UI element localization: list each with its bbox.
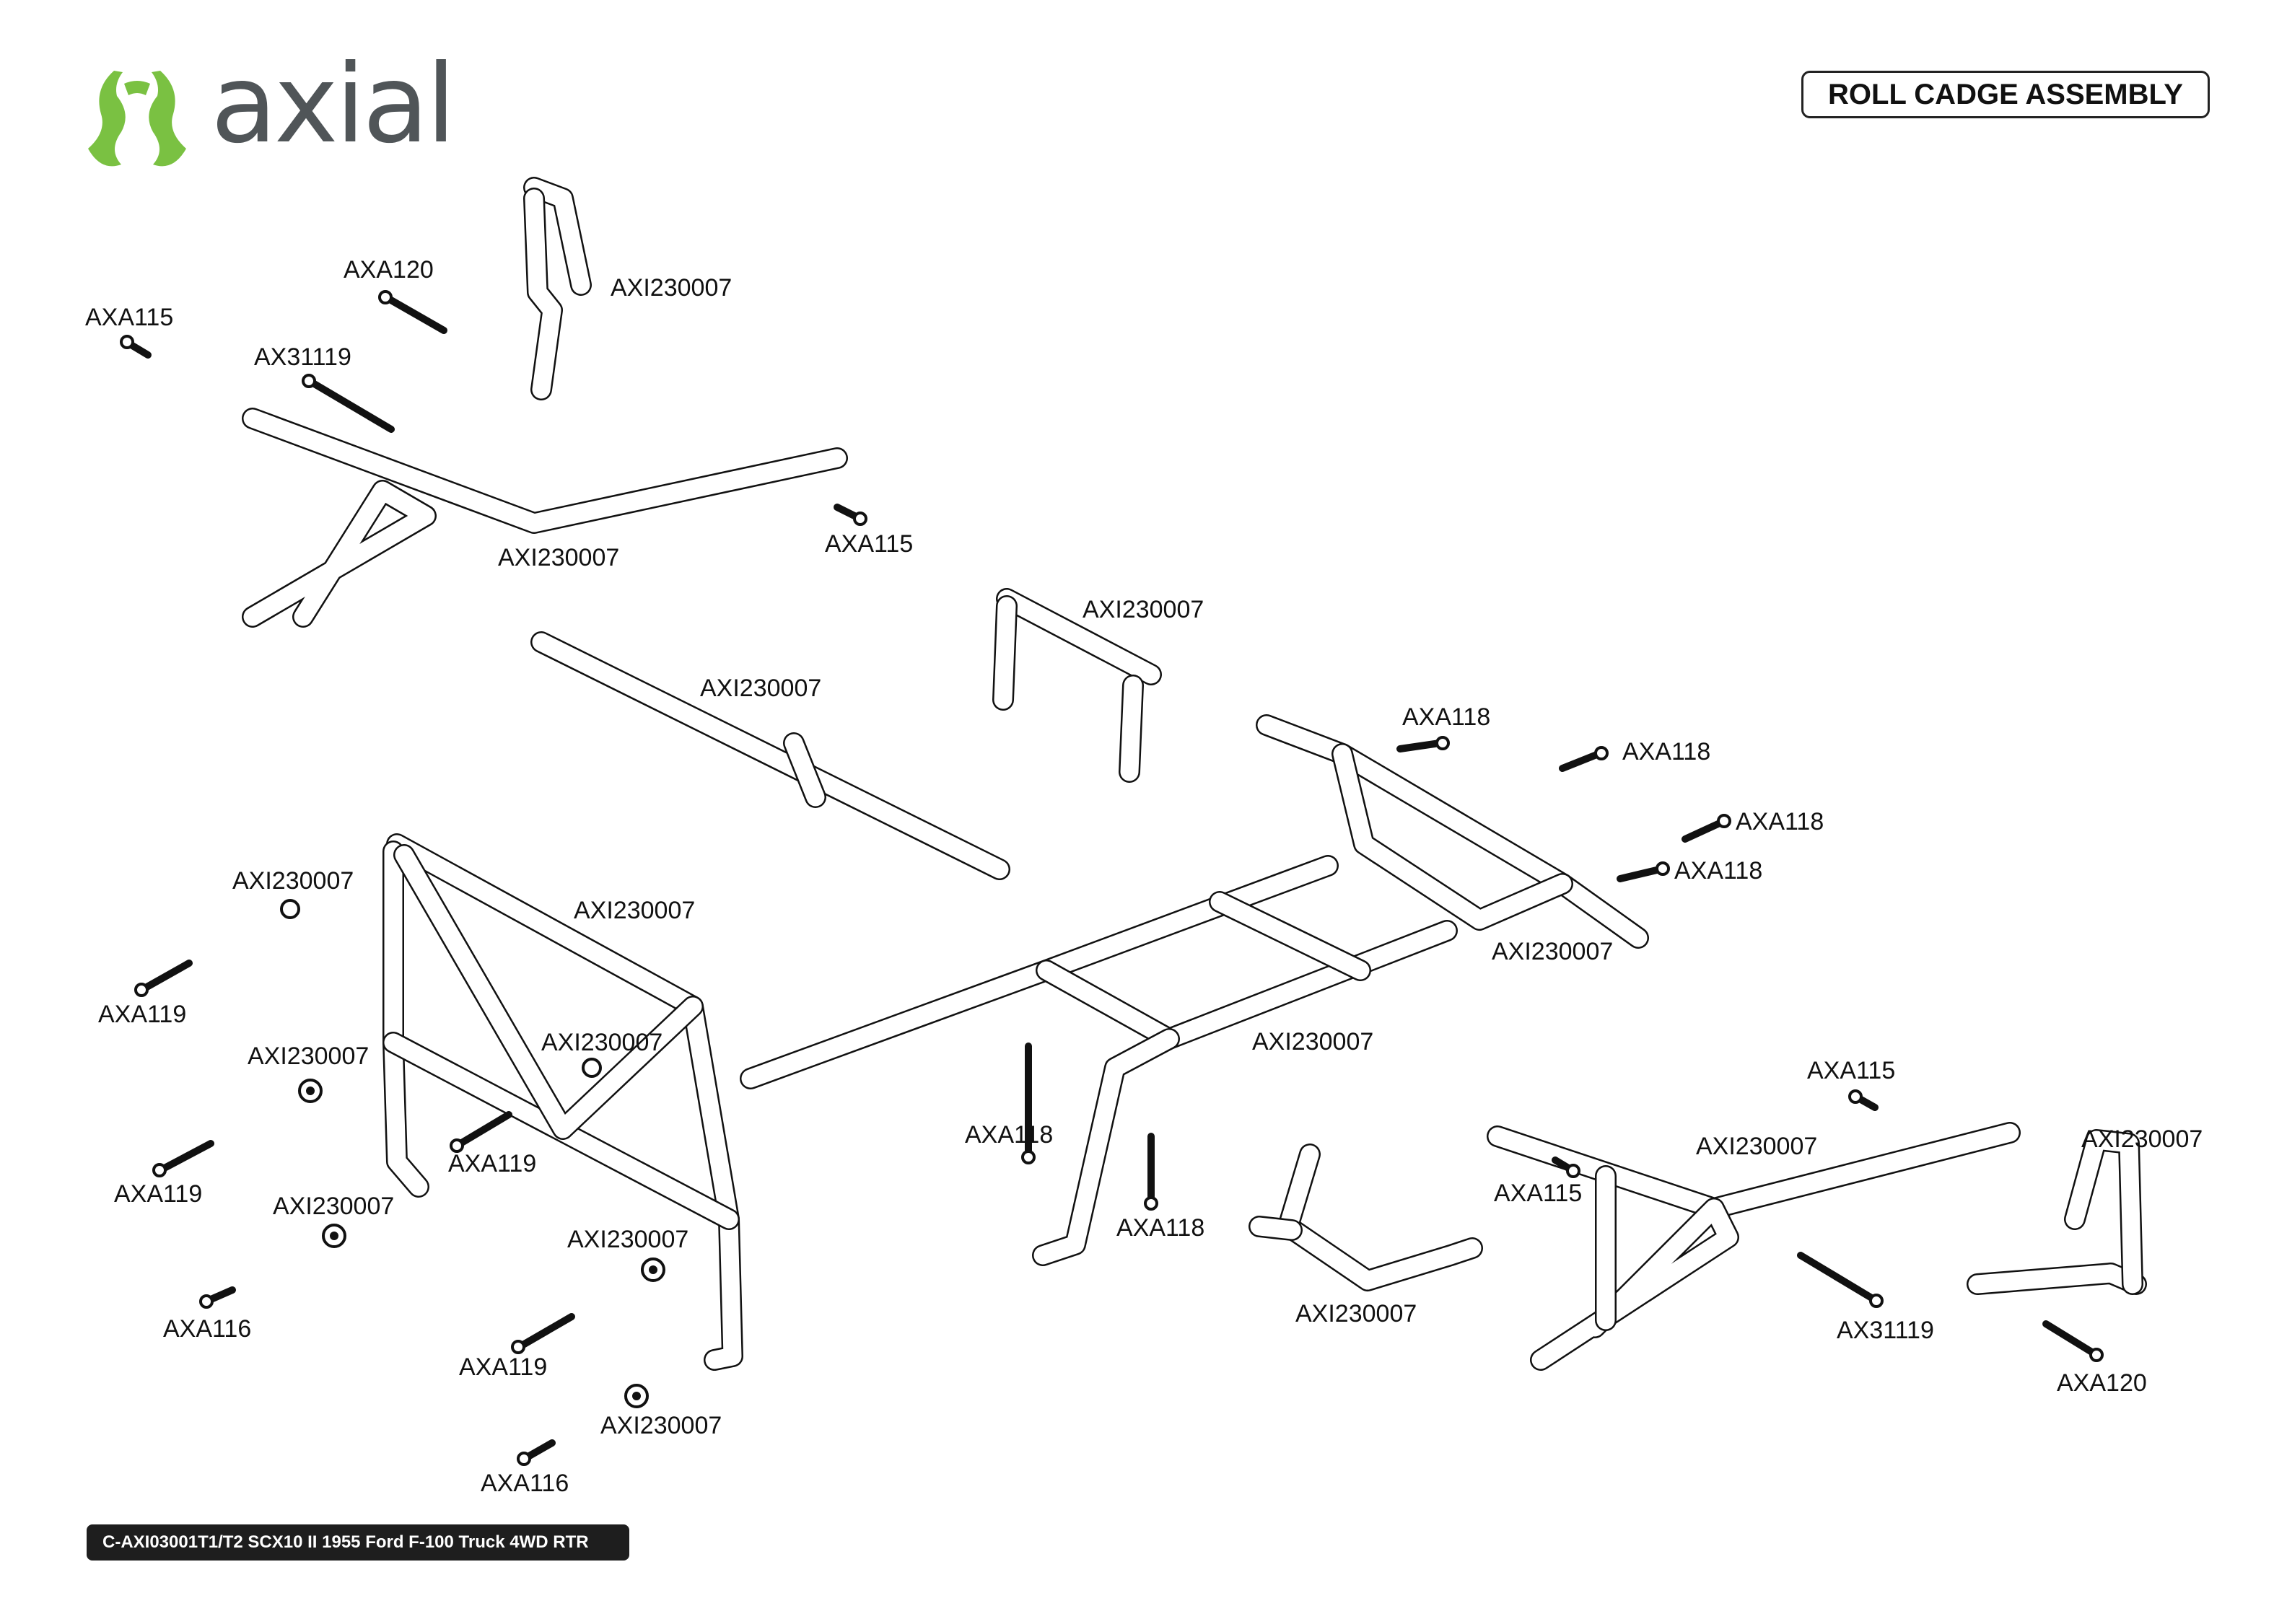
- axial-logo: axial: [79, 42, 541, 179]
- lower-right-bracket-part: [1967, 1129, 2147, 1295]
- label-axa118-3: AXA118: [1736, 808, 1824, 835]
- label-axi230007-5: AXI230007: [232, 867, 354, 895]
- label-axa120-2: AXA120: [2057, 1369, 2147, 1397]
- label-axa116-1: AXA116: [163, 1315, 251, 1343]
- label-axi230007-8: AXI230007: [541, 1029, 662, 1056]
- label-axa118-4: AXA118: [1674, 857, 1762, 885]
- screws: [120, 290, 2104, 1466]
- right-upper-frame-part: [1256, 714, 1649, 949]
- part-labels: AXA115 AXA120 AX31119 AXI230007 AXI23000…: [85, 256, 2203, 1497]
- label-axi230007-11: AXI230007: [273, 1193, 394, 1220]
- long-rod-part: [530, 631, 1010, 880]
- lower-center-bracket-part: [1248, 1144, 1483, 1291]
- label-axa116-2: AXA116: [481, 1470, 569, 1497]
- label-axi230007-6: AXI230007: [574, 897, 695, 924]
- label-axa118-2: AXA118: [1622, 738, 1710, 765]
- middle-chassis-frame-part: [740, 855, 1458, 1266]
- washers: [280, 899, 665, 1408]
- label-axa120-1: AXA120: [344, 256, 434, 284]
- axial-wordmark: axial: [211, 42, 456, 167]
- label-axa115-2: AXA115: [825, 530, 913, 558]
- main-rear-cage-part: [382, 833, 743, 1371]
- label-axa115-1: AXA115: [85, 304, 173, 331]
- label-axi230007-4: AXI230007: [700, 675, 821, 702]
- label-axa118-1: AXA118: [1402, 703, 1490, 731]
- label-axi230007-2: AXI230007: [498, 544, 619, 571]
- upper-left-hoop-part: [242, 408, 848, 628]
- lower-right-hoop-part: [1487, 1122, 2021, 1371]
- label-axa118-6: AXA118: [1116, 1214, 1204, 1242]
- label-axi230007-9: AXI230007: [1252, 1028, 1373, 1055]
- axial-emblem-icon: [88, 71, 186, 167]
- label-axi230007-12: AXI230007: [567, 1226, 688, 1253]
- page-title: ROLL CADGE ASSEMBLY: [1801, 71, 2210, 118]
- label-axi230007-3: AXI230007: [1083, 596, 1204, 623]
- footer-model-label: C-AXI03001T1/T2 SCX10 II 1955 Ford F-100…: [87, 1524, 629, 1561]
- label-axa119-1: AXA119: [98, 1001, 186, 1028]
- label-axi230007-10: AXI230007: [248, 1043, 369, 1070]
- center-bracket-part: [992, 588, 1162, 783]
- label-axa119-3: AXA119: [114, 1180, 202, 1208]
- label-axa118-5: AXA118: [965, 1121, 1053, 1149]
- upper-bracket-part: [523, 177, 592, 400]
- label-axi230007-13: AXI230007: [600, 1412, 722, 1439]
- label-ax31119-2: AX31119: [1837, 1317, 1934, 1344]
- label-ax31119-1: AX31119: [254, 343, 351, 371]
- label-axi230007-15: AXI230007: [1696, 1133, 1817, 1160]
- label-axi230007-1: AXI230007: [611, 274, 732, 302]
- label-axi230007-7: AXI230007: [1492, 938, 1613, 965]
- label-axa115-4: AXA115: [1494, 1180, 1582, 1207]
- label-axa119-4: AXA119: [459, 1353, 547, 1381]
- label-axa115-3: AXA115: [1807, 1057, 1895, 1084]
- label-axi230007-16: AXI230007: [2081, 1125, 2203, 1153]
- label-axa119-2: AXA119: [448, 1150, 536, 1177]
- label-axi230007-14: AXI230007: [1295, 1300, 1417, 1327]
